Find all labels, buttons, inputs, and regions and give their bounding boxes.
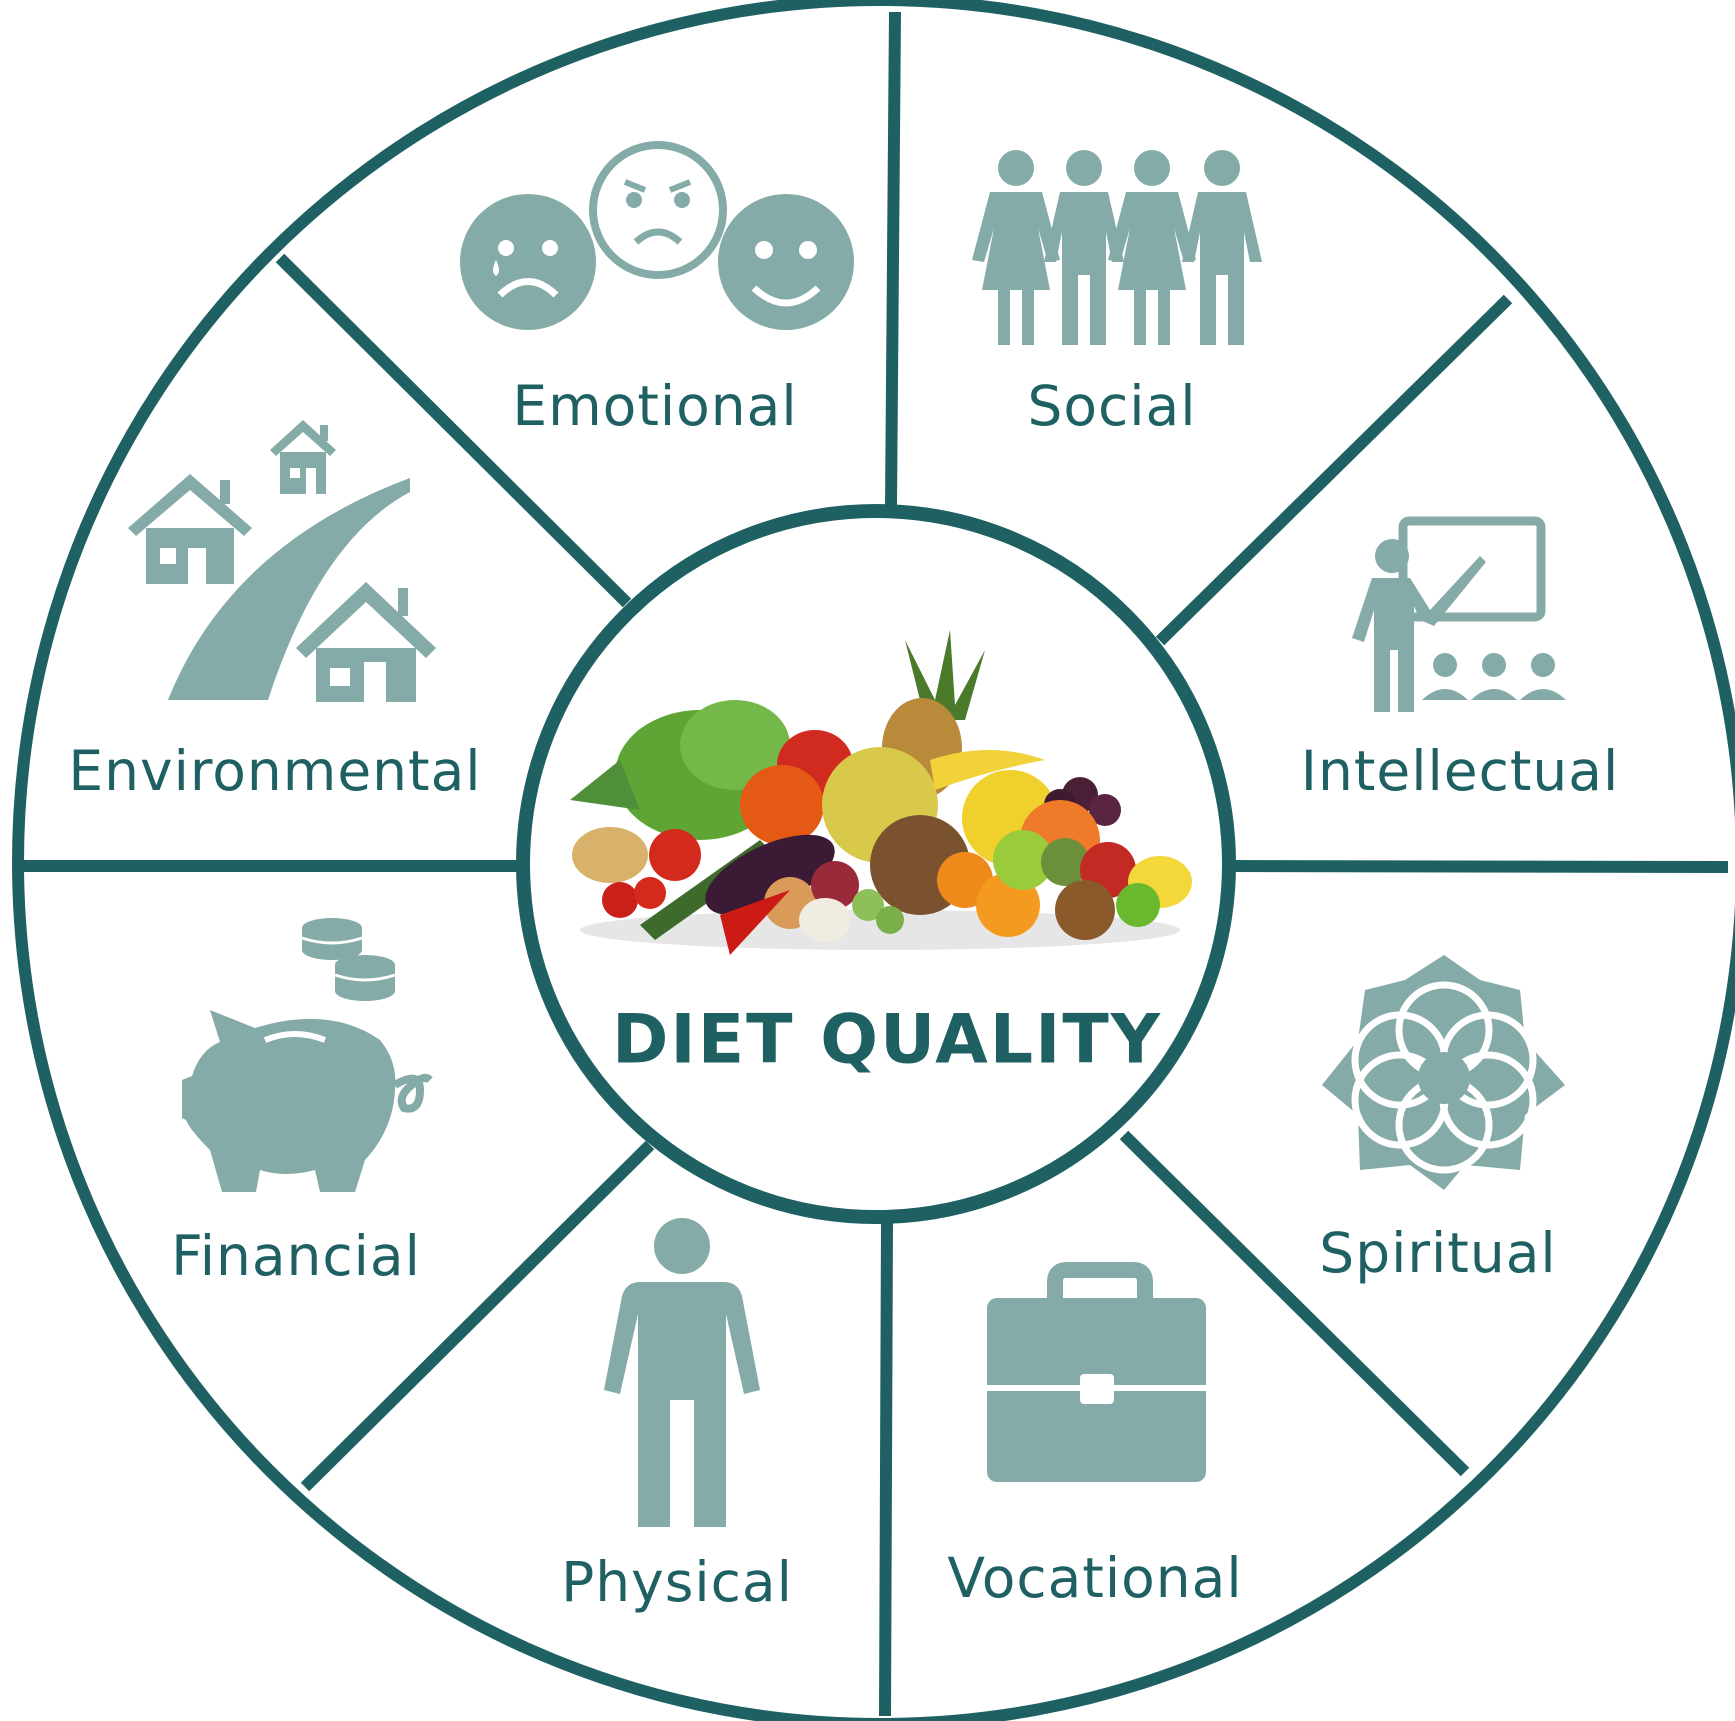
- group-of-people-icon: [972, 150, 1262, 345]
- segment-label-spiritual: Spiritual: [1319, 1221, 1557, 1285]
- emotion-faces-icon: [460, 141, 854, 330]
- teacher-classroom-icon: [1352, 516, 1566, 712]
- houses-road-icon: [128, 420, 436, 702]
- briefcase-icon: [987, 1262, 1206, 1482]
- center-title: DIET QUALITY: [611, 1000, 1163, 1080]
- segment-dividers: [20, 11, 1729, 1717]
- segment-label-emotional: Emotional: [512, 374, 798, 438]
- produce-illustration: [570, 630, 1192, 955]
- piggy-bank-coins-icon: [182, 918, 433, 1192]
- segment-label-intellectual: Intellectual: [1300, 739, 1620, 803]
- lotus-flower-icon: [1322, 955, 1565, 1190]
- segment-label-physical: Physical: [561, 1550, 793, 1614]
- segment-label-financial: Financial: [171, 1224, 421, 1288]
- segment-label-social: Social: [1027, 374, 1197, 438]
- segment-label-vocational: Vocational: [947, 1546, 1243, 1610]
- segment-label-environmental: Environmental: [68, 739, 482, 803]
- person-icon: [604, 1218, 760, 1527]
